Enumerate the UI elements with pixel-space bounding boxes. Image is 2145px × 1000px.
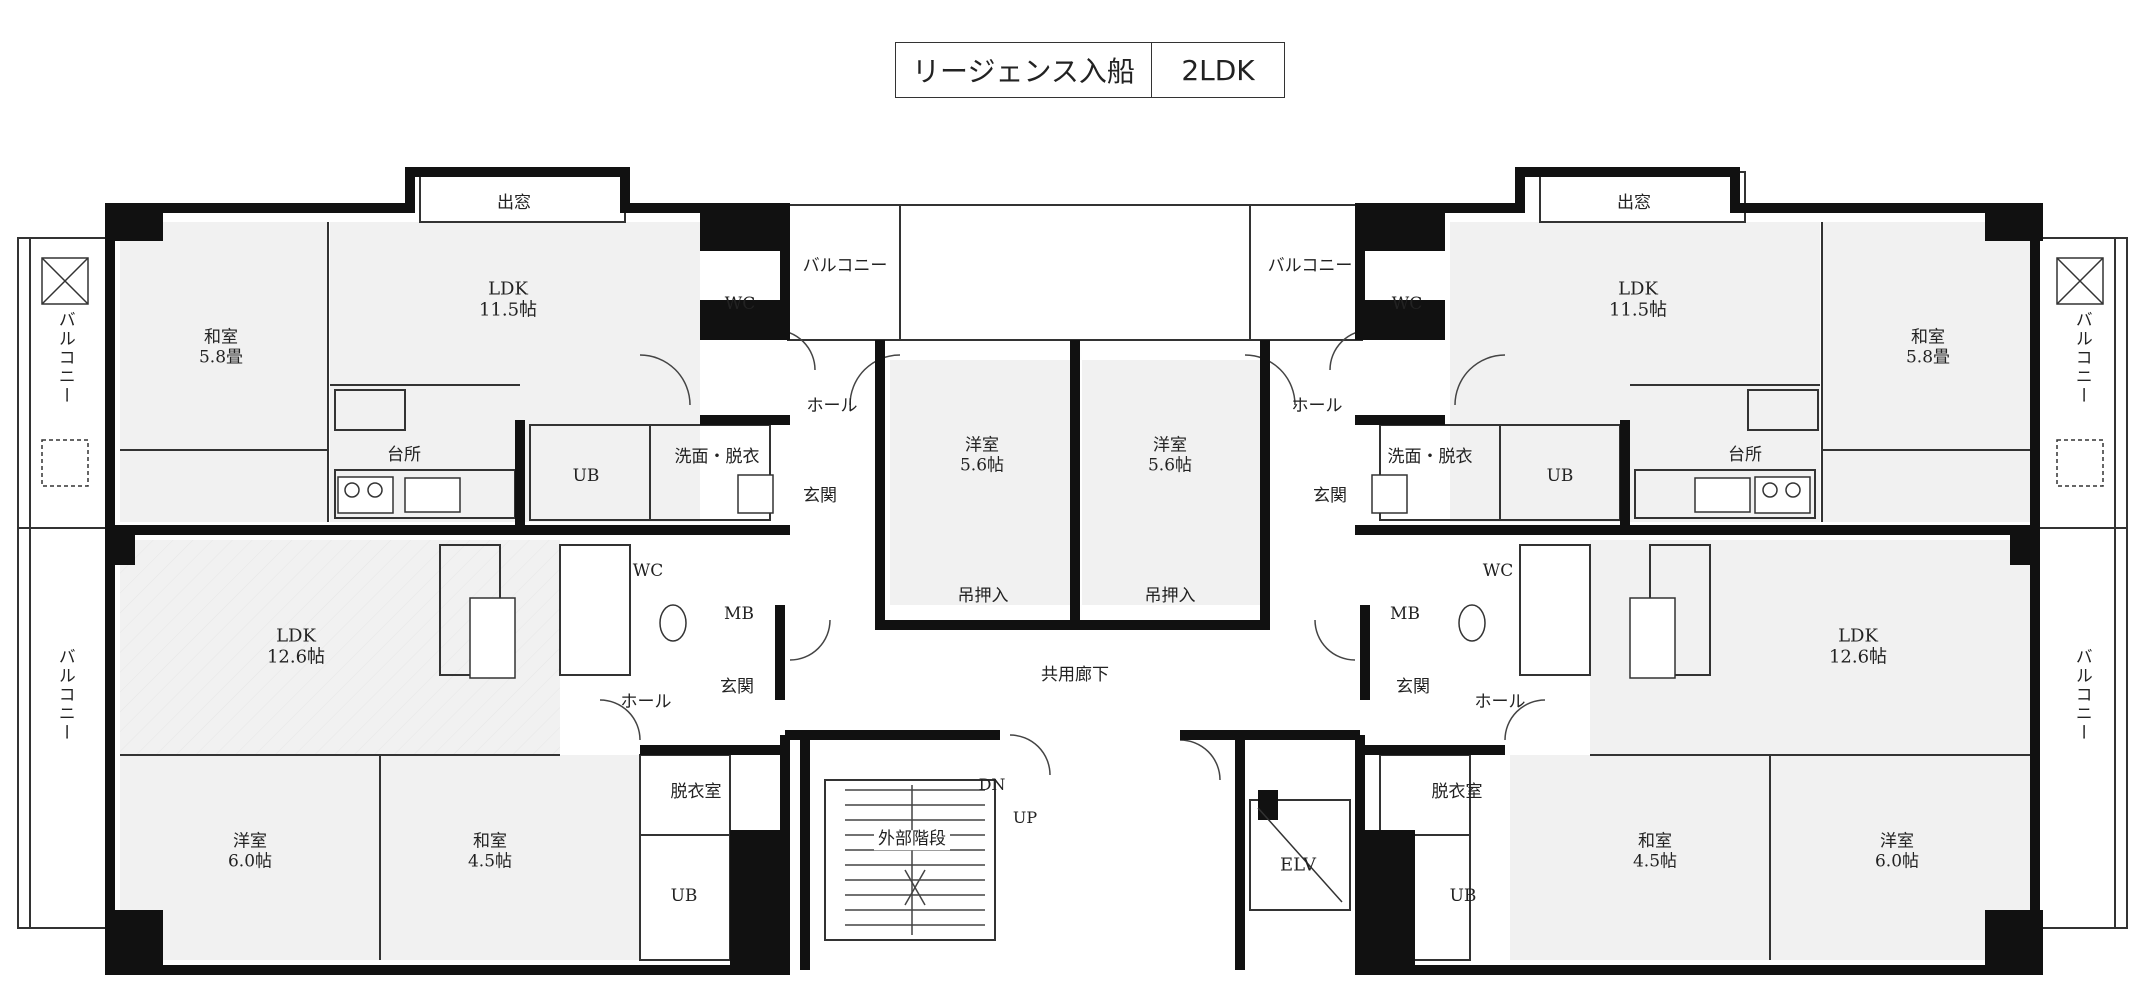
label-mb-right: MB: [1390, 604, 1420, 625]
title-box: リージェンス入船 2LDK: [895, 42, 1285, 98]
label-balcony-top-left: バルコニー: [802, 256, 888, 277]
fixtures: [41, 257, 2104, 679]
label-balcony-left-lower: バルコニー: [54, 647, 75, 743]
label-ub-left-lower: UB: [670, 886, 698, 907]
label-hall-right-upper: ホール: [1291, 396, 1343, 417]
label-balcony-right-lower: バルコニー: [2071, 647, 2092, 743]
elevator-mark: [1257, 807, 1343, 903]
label-wc-right-upper: WC: [1391, 294, 1423, 315]
label-wc-left-upper: WC: [724, 294, 756, 315]
label-ub-right-lower: UB: [1449, 886, 1477, 907]
label-dn: DN: [978, 774, 1006, 794]
label-corridor: 共用廊下: [1041, 665, 1109, 686]
label-hall-right-lower: ホール: [1474, 692, 1526, 713]
label-demado-left: 出窓: [497, 193, 531, 214]
columns: [105, 203, 2043, 975]
label-balcony-right-upper: バルコニー: [2071, 310, 2092, 406]
label-genkan-left-upper: 玄関: [803, 486, 837, 507]
label-senmen-right: 洗面・脱衣: [1387, 447, 1473, 468]
property-name: リージェンス入船: [896, 43, 1152, 97]
label-balcony-top-right: バルコニー: [1267, 256, 1353, 277]
label-mb-left: MB: [724, 604, 754, 625]
label-kitchen-right: 台所: [1728, 445, 1762, 466]
label-demado-right: 出窓: [1617, 193, 1651, 214]
label-kitchen-left: 台所: [387, 445, 421, 466]
label-wc-right-lower: WC: [1482, 561, 1514, 582]
stair-treads: [845, 785, 985, 935]
label-ub-left-upper: UB: [572, 466, 600, 487]
label-tsurioshiire-left: 吊押入: [957, 586, 1009, 607]
label-ub-right-upper: UB: [1546, 466, 1574, 487]
label-genkan-right-lower: 玄関: [1396, 677, 1430, 698]
label-genkan-left-lower: 玄関: [720, 677, 754, 698]
label-up: UP: [1012, 807, 1038, 827]
label-datsui-left: 脱衣室: [670, 782, 722, 803]
label-tsurioshiire-right: 吊押入: [1144, 586, 1196, 607]
layout-type: 2LDK: [1181, 53, 1255, 87]
label-genkan-right-upper: 玄関: [1313, 486, 1347, 507]
label-hall-left-upper: ホール: [806, 396, 858, 417]
label-stairs: 外部階段: [874, 830, 950, 850]
label-datsui-right: 脱衣室: [1431, 782, 1483, 803]
label-senmen-left: 洗面・脱衣: [674, 447, 760, 468]
label-hall-left-lower: ホール: [620, 692, 672, 713]
label-elv: ELV: [1280, 854, 1316, 876]
label-balcony-left-upper: バルコニー: [54, 310, 75, 406]
label-wc-left-lower: WC: [632, 561, 664, 582]
